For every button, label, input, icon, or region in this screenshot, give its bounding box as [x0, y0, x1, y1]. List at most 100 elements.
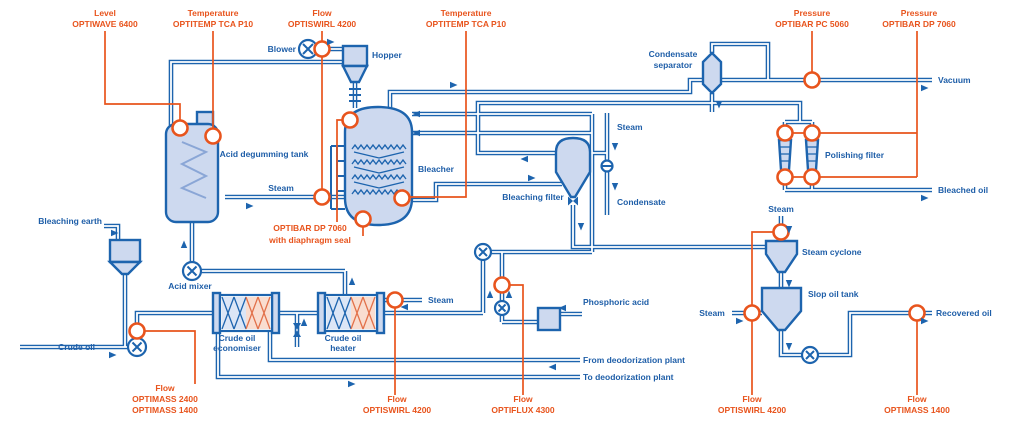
- tag-flow-steam-heater-model: OPTISWIRL 4200: [363, 405, 432, 415]
- bleaching-earth-feeder: [107, 238, 143, 276]
- acid-mixer-pump: [181, 260, 203, 282]
- tag-temp-bleacher-model: OPTITEMP TCA P10: [426, 19, 507, 29]
- crude-oil-economiser: [211, 291, 281, 335]
- flow-arrow-icon: [109, 351, 117, 359]
- measurement-point-icon: [313, 188, 331, 206]
- measurement-point-icon: [908, 304, 926, 322]
- tag-temp-tank-type: Temperature: [188, 8, 239, 18]
- label-heater-2: heater: [330, 343, 356, 353]
- label-heater-1: Crude oil: [325, 333, 362, 343]
- hopper: [341, 44, 369, 102]
- flow-arrow-icon: [520, 155, 528, 163]
- tag-pressure-vacuum-type: Pressure: [794, 8, 831, 18]
- tag-pressure-filter-model: OPTIBAR DP 7060: [882, 19, 956, 29]
- valves: [293, 159, 614, 337]
- measurement-point-icon: [313, 40, 331, 58]
- measurement-point-icon: [386, 291, 404, 309]
- slop-oil-tank: [760, 286, 803, 332]
- flow-arrow-icon: [327, 38, 335, 46]
- label-economiser-1: Crude oil: [219, 333, 256, 343]
- flow-arrow-icon: [611, 143, 619, 151]
- label-steam-filter: Steam: [617, 122, 643, 132]
- label-blower: Blower: [268, 44, 297, 54]
- steam-cyclone: [764, 239, 799, 274]
- measurement-point-icon: [354, 210, 372, 228]
- flow-arrow-icon: [577, 223, 585, 231]
- crude-oil-heater: [316, 291, 386, 335]
- measurement-point-icon: [128, 322, 146, 340]
- label-bleacher: Bleacher: [418, 164, 455, 174]
- tag-flow-blower-type: Flow: [312, 8, 332, 18]
- label-hopper: Hopper: [372, 50, 402, 60]
- bleacher-feed-pump: [473, 242, 493, 262]
- flow-arrow-icon: [611, 183, 619, 191]
- pipe-network: [20, 41, 932, 380]
- tag-temp-tank-model: OPTITEMP TCA P10: [173, 19, 254, 29]
- label-polishing-filter: Polishing filter: [825, 150, 885, 160]
- label-acid-degumming-tank: Acid degumming tank: [220, 149, 309, 159]
- flow-arrow-icon: [715, 101, 723, 109]
- flow-arrow-icon: [400, 303, 408, 311]
- bleacher-tray-frame: [330, 145, 345, 210]
- label-to-deodorization: To deodorization plant: [583, 372, 674, 382]
- flow-arrow-icon: [921, 317, 929, 325]
- measurement-point-icon: [803, 71, 821, 89]
- phosphoric-acid-tank: [536, 306, 562, 332]
- flow-arrow-icon: [548, 363, 556, 371]
- label-steam-bleacher: Steam: [268, 183, 294, 193]
- label-acid-mixer: Acid mixer: [168, 281, 212, 291]
- measurement-points: [128, 40, 926, 340]
- measurement-point-icon: [341, 111, 359, 129]
- economiser-bypass-valve: [293, 323, 301, 337]
- flow-arrow-icon: [412, 129, 420, 137]
- condensate-separator: [701, 51, 723, 95]
- agitator-coil-icon: [179, 141, 209, 199]
- measurement-point-icon: [803, 168, 821, 186]
- label-economiser-2: economiser: [213, 343, 261, 353]
- label-recovered-oil: Recovered oil: [936, 308, 992, 318]
- label-bleaching-earth: Bleaching earth: [38, 216, 102, 226]
- flow-arrow-icon: [412, 110, 420, 118]
- tag-level-tank-type: Level: [94, 8, 116, 18]
- rotary-feeder-icon: [349, 88, 361, 102]
- crude-oil-pump: [126, 336, 148, 358]
- tag-flow-recovered-type: Flow: [907, 394, 927, 404]
- flow-arrow-icon: [111, 229, 119, 237]
- measurement-point-icon: [204, 127, 222, 145]
- tag-flow-blower-model: OPTISWIRL 4200: [288, 19, 357, 29]
- label-vacuum: Vacuum: [938, 75, 971, 85]
- tag-level-tank-model: OPTIWAVE 6400: [72, 19, 138, 29]
- label-condensate-separator-2: separator: [654, 60, 693, 70]
- label-condensate-separator-1: Condensate: [649, 49, 698, 59]
- bleacher-trays-icon: [351, 143, 407, 196]
- tag-flow-steam-cyclone-model: OPTISWIRL 4200: [718, 405, 787, 415]
- tag-flow-phosphoric-type: Flow: [513, 394, 533, 404]
- tag-flow-steam-heater-type: Flow: [387, 394, 407, 404]
- flow-arrow-icon: [785, 280, 793, 288]
- flow-arrow-icon: [348, 277, 356, 285]
- flow-arrow-icon: [558, 304, 566, 312]
- flow-arrow-icon: [450, 81, 458, 89]
- label-condensate: Condensate: [617, 197, 666, 207]
- flow-arrow-icon: [486, 290, 494, 298]
- measurement-point-icon: [743, 304, 761, 322]
- spent-earth-valve: [568, 196, 578, 206]
- flow-arrow-icon: [505, 290, 513, 298]
- slop-oil-pump: [800, 345, 820, 365]
- blower: [297, 38, 319, 60]
- label-bleached-oil: Bleached oil: [938, 185, 988, 195]
- flow-arrow-icon: [300, 318, 308, 326]
- flow-arrows: [109, 38, 929, 388]
- tag-dp-bleacher-line2: with diaphragm seal: [268, 235, 351, 245]
- label-steam-cyclone-in: Steam: [768, 204, 794, 214]
- flow-arrow-icon: [785, 226, 793, 234]
- flow-arrow-icon: [921, 84, 929, 92]
- flow-arrow-icon: [785, 343, 793, 351]
- measurement-point-icon: [803, 124, 821, 142]
- pumps: [126, 242, 820, 365]
- label-steam-cyclone: Steam cyclone: [802, 247, 862, 257]
- acid-degumming-tank: [164, 110, 220, 224]
- tag-flow-crude-model1: OPTIMASS 2400: [132, 394, 198, 404]
